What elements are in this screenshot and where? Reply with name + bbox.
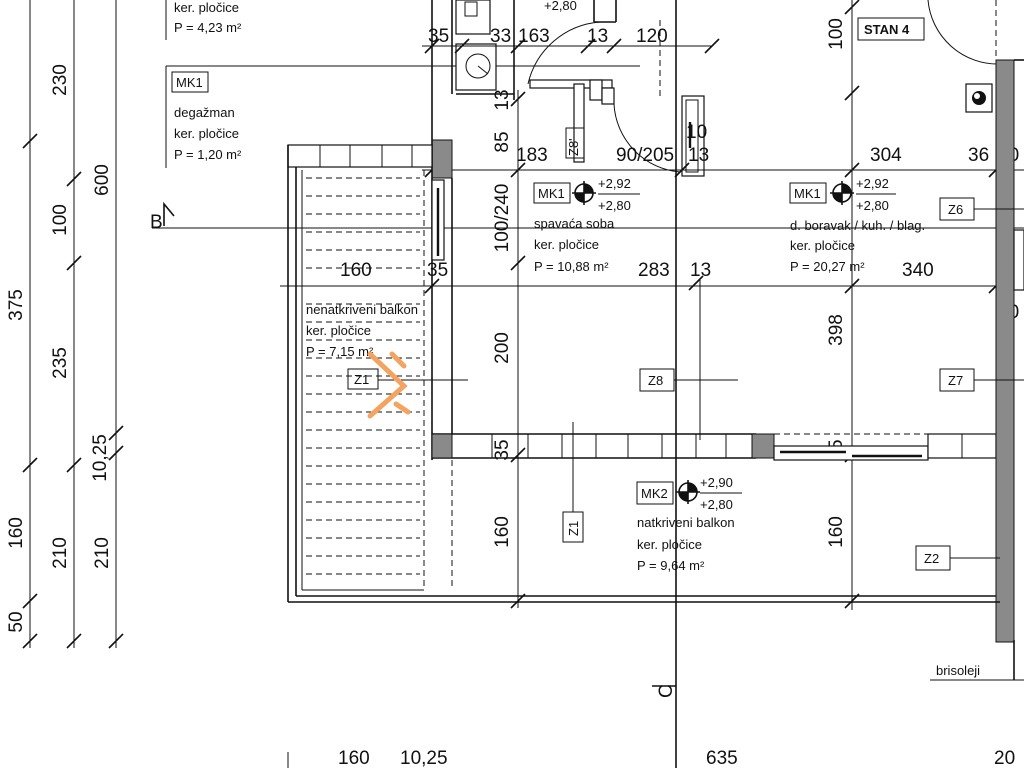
dim-398: 398 (826, 314, 847, 346)
dim-13c: 13 (688, 145, 709, 166)
tag-z1b: Z1 (566, 521, 581, 536)
tag-z2: Z2 (924, 551, 939, 566)
covered-balcony-label: MK2 +2,90 +2,80 natkriveni balkon ker. p… (636, 475, 742, 573)
bedroom-level-1: +2,92 (598, 176, 631, 191)
bedroom-level-2: +2,80 (598, 198, 631, 213)
tag-z7: Z7 (948, 373, 963, 388)
dim-183: 183 (516, 145, 548, 166)
open-balcony-floor: ker. pločice (306, 323, 371, 338)
dim-304: 304 (870, 145, 902, 166)
open-balcony-label: nenatkriveni balkon ker. pločice P = 7,1… (306, 302, 418, 359)
living-area: P = 20,27 m² (790, 259, 865, 274)
horizontal-dim-lines (152, 0, 1024, 609)
bottom-labels: brisoleji 160 10,25 635 20 (287, 663, 1015, 768)
tag-z1a: Z1 (354, 372, 369, 387)
covered-level-2: +2,80 (700, 497, 733, 512)
dim-100: 100 (50, 204, 71, 236)
hall-area: P = 1,20 m² (174, 147, 242, 162)
dim-210b: 210 (92, 537, 113, 569)
dim-13d: 13 (690, 260, 711, 281)
dim-600: 600 (92, 164, 113, 196)
dim-200: 200 (492, 332, 513, 364)
dim-210a: 210 (50, 537, 71, 569)
bedroom-label: MK1 +2,92 +2,80 spavaća soba ker. pločic… (533, 176, 640, 274)
left-dimension-chains: 230 600 100 375 235 10,25 160 210 210 50 (6, 0, 124, 649)
hall-floor: ker. pločice (174, 126, 239, 141)
open-balcony-name: nenatkriveni balkon (306, 302, 418, 317)
dim-b160: 160 (338, 748, 370, 768)
dim-33: 33 (490, 26, 511, 47)
brisoleji-label: brisoleji (936, 663, 980, 678)
covered-balcony-floor: ker. pločice (637, 537, 702, 552)
dim-160: 160 (6, 517, 27, 549)
dim-85: 85 (492, 131, 513, 152)
dim-50: 50 (6, 611, 27, 632)
dim-13a: 13 (587, 26, 608, 47)
covered-level-1: +2,90 (700, 475, 733, 490)
section-c-label: C (656, 684, 677, 698)
top-level-marker: +2,80 (544, 0, 577, 13)
element-tags: Z1 Z1 Z8 Z7 Z6 Z2 (347, 197, 1024, 571)
hall-tag: MK1 (176, 75, 203, 90)
hall-name: degažman (174, 105, 235, 120)
dim-35c: 35 (427, 260, 448, 281)
dim-100-240: 100/240 (492, 184, 513, 253)
tag-z8: Z8 (648, 373, 663, 388)
dim-10: 10 (686, 122, 707, 143)
open-balcony-area: P = 7,15 m² (306, 344, 374, 359)
covered-balcony-tag: MK2 (641, 486, 668, 501)
dim-230: 230 (50, 64, 71, 96)
living-tag: MK1 (794, 186, 821, 201)
upper-structure: Z8' STAN 4 (431, 0, 1001, 768)
dim-b635: 635 (706, 748, 738, 768)
dim-b1025: 10,25 (400, 748, 448, 768)
z8-small-label: Z8' (566, 138, 581, 156)
dim-160a: 160 (340, 260, 372, 281)
top-level: +2,80 (544, 0, 577, 13)
dim-235: 235 (50, 347, 71, 379)
top-floor: ker. pločice (174, 0, 239, 15)
dim-36: 36 (968, 145, 989, 166)
dim-b20: 20 (994, 748, 1015, 768)
dim-283: 283 (638, 260, 670, 281)
dim-340: 340 (902, 260, 934, 281)
bedroom-area: P = 10,88 m² (534, 259, 609, 274)
bedroom-tag: MK1 (538, 186, 565, 201)
walls (431, 59, 1024, 681)
dim-35d: 35 (492, 439, 513, 460)
dim-160c: 160 (826, 516, 847, 548)
top-area: P = 4,23 m² (174, 20, 242, 35)
dim-13b: 13 (492, 89, 513, 110)
dim-90-205: 90/205 (616, 145, 674, 166)
covered-balcony-area: P = 9,64 m² (637, 558, 705, 573)
section-b: B (150, 201, 175, 233)
dim-100-top: 100 (826, 18, 847, 50)
tag-z6: Z6 (948, 202, 963, 217)
stan-label: STAN 4 (864, 22, 910, 37)
living-floor: ker. pločice (790, 238, 855, 253)
living-name: d. boravak / kuh. / blag. (790, 218, 925, 233)
dim-120: 120 (636, 26, 668, 47)
bedroom-name: spavaća soba (534, 216, 615, 231)
living-label: MK1 +2,92 +2,80 d. boravak / kuh. / blag… (789, 176, 925, 274)
dim-163: 163 (518, 26, 550, 47)
dim-35a: 35 (428, 26, 449, 47)
living-level-2: +2,80 (856, 198, 889, 213)
orange-mark (367, 351, 411, 419)
section-b-label: B (150, 212, 163, 233)
covered-balcony-name: natkriveni balkon (637, 515, 735, 530)
hall-label: MK1 degažman ker. pločice P = 1,20 m² (165, 65, 640, 168)
open-balcony-tiles (287, 144, 1000, 603)
dim-10-25: 10,25 (90, 434, 111, 482)
top-dimensions: 35 33 163 13 120 100 13 85 35 183 90/205… (340, 18, 1019, 548)
dim-375: 375 (6, 289, 27, 321)
section-c: C (652, 684, 677, 698)
bedroom-floor: ker. pločice (534, 237, 599, 252)
dim-160b: 160 (492, 516, 513, 548)
top-room-label: ker. pločice P = 4,23 m² (165, 0, 242, 40)
living-level-1: +2,92 (856, 176, 889, 191)
